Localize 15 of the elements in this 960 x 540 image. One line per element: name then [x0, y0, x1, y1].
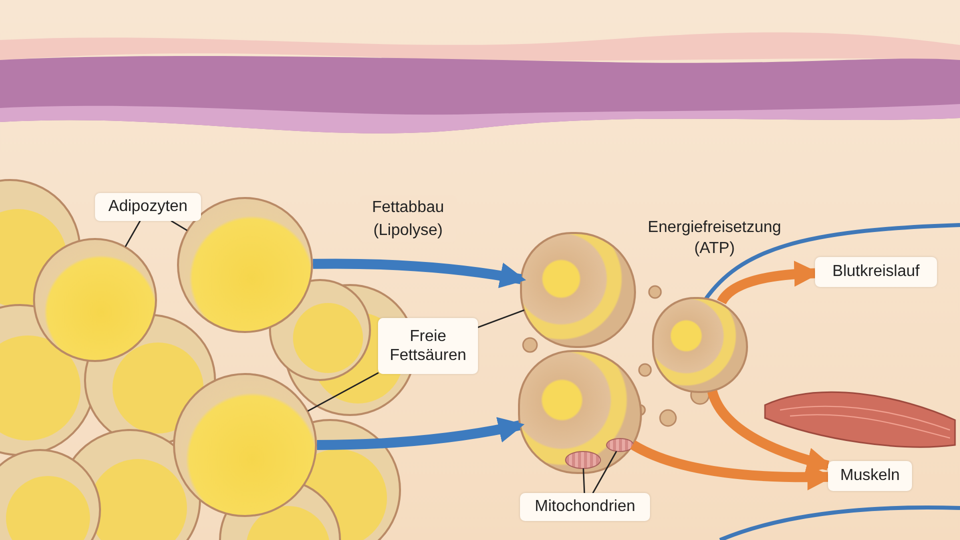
leader-line	[308, 372, 379, 412]
leader-line	[582, 468, 586, 494]
mitochondrion	[606, 438, 634, 452]
flow-arrow	[312, 258, 526, 288]
mitochondrion	[565, 451, 601, 469]
callout-label: Mitochondrien	[520, 493, 650, 521]
annotation-text: Energiefreisetzung (ATP)	[646, 218, 782, 259]
callout-label: Muskeln	[828, 461, 912, 491]
callout-label: Freie Fettsäuren	[378, 318, 478, 374]
callout-label: Adipozyten	[95, 193, 201, 221]
leader-line	[592, 451, 617, 494]
leader-line	[170, 220, 188, 231]
callout-label: Blutkreislauf	[815, 257, 937, 287]
leader-line	[125, 220, 141, 247]
leader-line	[477, 310, 524, 328]
